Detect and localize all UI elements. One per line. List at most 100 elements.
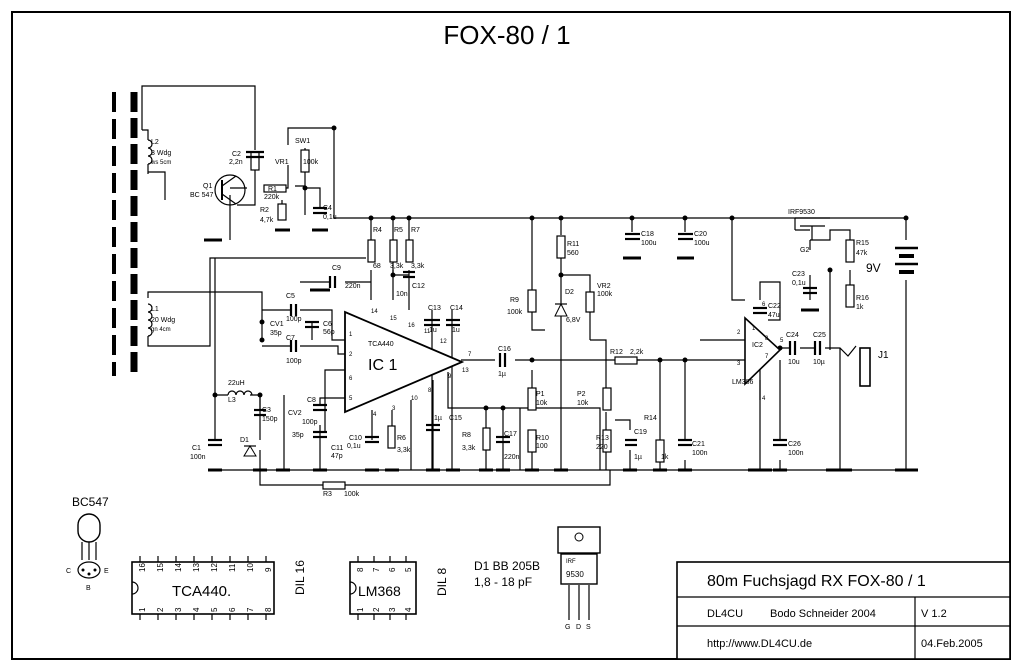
svg-text:220: 220 bbox=[596, 444, 608, 451]
svg-text:IRF9530: IRF9530 bbox=[788, 209, 815, 216]
dil-pin-number: 14 bbox=[174, 563, 183, 572]
dil-pin-number: 15 bbox=[156, 563, 165, 572]
component-labels: C2 2,2n SW1 VR1 100k R1 220k R2 4,7k C4 … bbox=[190, 138, 869, 498]
ic2-lm386: IC2 LM386 bbox=[732, 316, 782, 386]
svg-text:100u: 100u bbox=[641, 240, 657, 247]
svg-text:3,3k: 3,3k bbox=[390, 263, 404, 270]
svg-text:D1: D1 bbox=[240, 437, 249, 444]
svg-text:47p: 47p bbox=[331, 453, 343, 460]
ground-symbols bbox=[204, 228, 918, 472]
svg-text:100n: 100n bbox=[788, 450, 804, 457]
sheet-title: FOX-80 / 1 bbox=[443, 20, 570, 50]
svg-text:R9: R9 bbox=[510, 297, 519, 304]
svg-text:L3: L3 bbox=[228, 397, 236, 404]
svg-text:8: 8 bbox=[765, 336, 769, 342]
svg-text:6: 6 bbox=[349, 376, 353, 382]
svg-text:C13: C13 bbox=[428, 305, 441, 312]
svg-text:R16: R16 bbox=[856, 295, 869, 302]
svg-text:10u: 10u bbox=[788, 359, 800, 366]
bc547-package: BC547 C E B bbox=[66, 495, 109, 592]
svg-text:C22: C22 bbox=[768, 303, 781, 310]
svg-text:100k: 100k bbox=[597, 291, 613, 298]
svg-text:C3: C3 bbox=[262, 407, 271, 414]
svg-text:15: 15 bbox=[390, 316, 397, 322]
svg-text:10k: 10k bbox=[536, 400, 548, 407]
svg-text:R5: R5 bbox=[394, 227, 403, 234]
svg-text:6: 6 bbox=[762, 302, 766, 308]
svg-text:C: C bbox=[66, 568, 71, 575]
svg-text:C10: C10 bbox=[349, 435, 362, 442]
svg-text:S: S bbox=[586, 624, 591, 631]
svg-text:C11: C11 bbox=[331, 445, 343, 452]
lm368-dil8: LM368 DIL 8 bbox=[349, 561, 449, 615]
svg-text:L2: L2 bbox=[151, 139, 159, 146]
jack-j1: J1 bbox=[859, 347, 889, 387]
svg-text:6,8V: 6,8V bbox=[566, 317, 581, 324]
dil-pin-number: 3 bbox=[174, 607, 183, 612]
svg-text:C16: C16 bbox=[498, 346, 511, 353]
tca440-dil16: TCA440. DIL 16 bbox=[131, 560, 307, 615]
svg-text:D: D bbox=[576, 624, 581, 631]
svg-text:3,3k: 3,3k bbox=[411, 263, 425, 270]
svg-text:C25: C25 bbox=[813, 332, 826, 339]
dil-pin-number: 6 bbox=[388, 567, 397, 572]
capacitors bbox=[208, 150, 822, 447]
title-block-version: V 1.2 bbox=[921, 608, 947, 620]
svg-text:C5: C5 bbox=[286, 293, 295, 300]
svg-text:8: 8 bbox=[428, 388, 432, 394]
svg-text:100n: 100n bbox=[190, 454, 206, 461]
dil-pin-number: 2 bbox=[156, 607, 165, 612]
svg-text:1k: 1k bbox=[856, 304, 864, 311]
svg-text:1: 1 bbox=[752, 326, 756, 332]
svg-text:9: 9 bbox=[448, 374, 452, 380]
svg-text:C9: C9 bbox=[332, 265, 341, 272]
title-block-date: 04.Feb.2005 bbox=[921, 638, 983, 650]
svg-text:CV2: CV2 bbox=[288, 410, 302, 417]
dil-pin-number: 2 bbox=[372, 607, 381, 612]
svg-text:150p: 150p bbox=[262, 416, 278, 423]
transistor-q1: Q1 BC 547 bbox=[190, 174, 246, 206]
dil-pin-number: 12 bbox=[210, 563, 219, 572]
svg-text:9530: 9530 bbox=[566, 570, 584, 579]
svg-text:LM386: LM386 bbox=[732, 379, 754, 386]
svg-text:J1: J1 bbox=[878, 350, 889, 361]
svg-text:R11: R11 bbox=[567, 241, 579, 248]
svg-text:E: E bbox=[104, 568, 109, 575]
dil-pin-number: 9 bbox=[264, 567, 273, 572]
battery-9v: 9V bbox=[866, 246, 918, 275]
sheet-frame bbox=[11, 11, 1011, 660]
svg-text:R7: R7 bbox=[411, 227, 420, 234]
svg-text:560: 560 bbox=[567, 250, 579, 257]
svg-text:R12: R12 bbox=[610, 349, 623, 356]
coil-l2: L2 3 Wdg ws 5cm bbox=[147, 139, 171, 166]
svg-text:1: 1 bbox=[349, 332, 353, 338]
svg-text:100u: 100u bbox=[694, 240, 710, 247]
d1-varicap-note: D1 BB 205B 1,8 - 18 pF bbox=[474, 559, 540, 589]
svg-text:C7: C7 bbox=[286, 335, 295, 342]
svg-text:0,1u: 0,1u bbox=[347, 443, 361, 450]
svg-text:100k: 100k bbox=[344, 491, 360, 498]
svg-text:11: 11 bbox=[424, 329, 431, 335]
svg-text:DIL 16: DIL 16 bbox=[293, 560, 307, 595]
svg-text:BC 547: BC 547 bbox=[190, 192, 213, 199]
svg-text:100: 100 bbox=[536, 443, 548, 450]
svg-text:R4: R4 bbox=[373, 227, 382, 234]
svg-text:9V: 9V bbox=[866, 261, 881, 275]
dil-pin-number: 3 bbox=[388, 607, 397, 612]
svg-text:G: G bbox=[565, 624, 570, 631]
dil-pin-number: 7 bbox=[246, 607, 255, 612]
svg-text:R10: R10 bbox=[536, 435, 549, 442]
svg-text:4,7k: 4,7k bbox=[260, 217, 274, 224]
svg-text:4: 4 bbox=[762, 396, 766, 402]
svg-text:14: 14 bbox=[371, 309, 378, 315]
svg-text:1k: 1k bbox=[661, 454, 669, 461]
svg-text:C26: C26 bbox=[788, 441, 801, 448]
svg-text:ws 5cm: ws 5cm bbox=[150, 160, 171, 166]
dil-pin-number: 5 bbox=[210, 607, 219, 612]
svg-text:5: 5 bbox=[780, 338, 784, 344]
svg-text:100p: 100p bbox=[286, 358, 302, 365]
svg-text:R1: R1 bbox=[268, 186, 277, 193]
